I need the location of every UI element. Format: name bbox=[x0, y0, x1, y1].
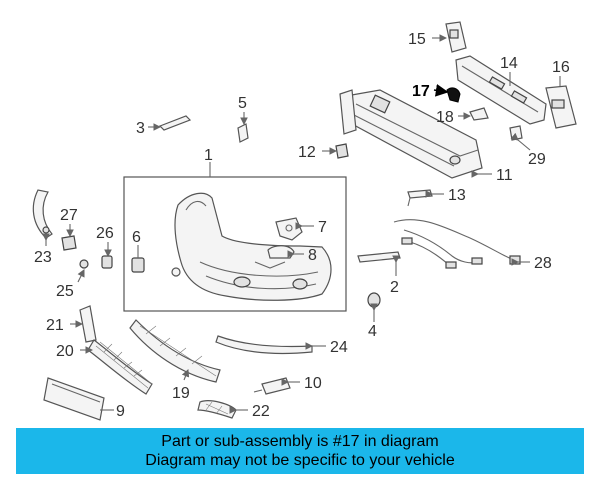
callout-2: 2 bbox=[390, 279, 399, 296]
part-22[interactable] bbox=[197, 400, 237, 419]
banner-line-1: Part or sub-assembly is #17 in diagram bbox=[161, 433, 439, 450]
part-2[interactable] bbox=[357, 251, 401, 263]
callout-12: 12 bbox=[298, 144, 316, 161]
part-21[interactable] bbox=[79, 305, 97, 343]
part-27[interactable] bbox=[61, 235, 77, 251]
callout-27: 27 bbox=[60, 207, 78, 224]
callout-8: 8 bbox=[308, 247, 317, 264]
callout-3: 3 bbox=[136, 120, 145, 137]
callout-5: 5 bbox=[238, 95, 247, 112]
part-3[interactable] bbox=[158, 115, 192, 131]
part-1-bumper-cover[interactable] bbox=[174, 192, 332, 301]
callout-17-highlighted: 17 bbox=[412, 83, 430, 100]
part-13[interactable] bbox=[407, 189, 433, 207]
callout-19: 19 bbox=[172, 385, 190, 402]
callout-1: 1 bbox=[204, 147, 213, 164]
callout-18: 18 bbox=[436, 109, 454, 126]
callout-15: 15 bbox=[408, 31, 426, 48]
callout-25: 25 bbox=[56, 283, 74, 300]
part-20-grille[interactable] bbox=[87, 339, 153, 395]
callout-6: 6 bbox=[132, 229, 141, 246]
part-5[interactable] bbox=[237, 123, 249, 143]
part-14-absorber[interactable] bbox=[455, 55, 547, 125]
part-4[interactable] bbox=[367, 292, 381, 308]
callout-11: 11 bbox=[496, 167, 513, 184]
banner-line-2: Diagram may not be specific to your vehi… bbox=[145, 452, 455, 469]
callout-20: 20 bbox=[56, 343, 74, 360]
callout-13: 13 bbox=[448, 187, 466, 204]
callout-10: 10 bbox=[304, 375, 322, 392]
callout-4: 4 bbox=[368, 323, 377, 340]
part-18[interactable] bbox=[469, 107, 489, 121]
callout-24: 24 bbox=[330, 339, 348, 356]
part-10[interactable] bbox=[253, 377, 291, 395]
part-info-banner: Part or sub-assembly is #17 in diagram D… bbox=[16, 428, 584, 474]
callout-23: 23 bbox=[34, 249, 52, 266]
part-7[interactable] bbox=[275, 217, 303, 241]
part-26[interactable] bbox=[101, 255, 113, 269]
part-9-plate[interactable] bbox=[43, 377, 105, 421]
part-6[interactable] bbox=[131, 257, 145, 273]
callout-22: 22 bbox=[252, 403, 270, 420]
part-17-highlighted[interactable] bbox=[446, 87, 461, 103]
callout-26: 26 bbox=[96, 225, 114, 242]
callout-16: 16 bbox=[552, 59, 570, 76]
callout-21: 21 bbox=[46, 317, 64, 334]
callout-9: 9 bbox=[116, 403, 125, 420]
bumper-cover-box bbox=[123, 176, 347, 312]
callout-7: 7 bbox=[318, 219, 327, 236]
part-11-reinforcement[interactable] bbox=[339, 89, 483, 179]
callout-14: 14 bbox=[500, 55, 518, 72]
part-28-harness[interactable] bbox=[393, 219, 521, 269]
part-23[interactable] bbox=[32, 189, 53, 239]
part-15[interactable] bbox=[445, 21, 467, 53]
part-24[interactable] bbox=[215, 335, 313, 355]
part-29[interactable] bbox=[509, 125, 523, 141]
part-8[interactable] bbox=[267, 245, 295, 259]
part-16[interactable] bbox=[545, 85, 577, 129]
part-19-grille[interactable] bbox=[129, 319, 221, 383]
part-12[interactable] bbox=[335, 143, 349, 159]
callout-28: 28 bbox=[534, 255, 552, 272]
callout-29: 29 bbox=[528, 151, 546, 168]
part-25[interactable] bbox=[79, 259, 89, 269]
